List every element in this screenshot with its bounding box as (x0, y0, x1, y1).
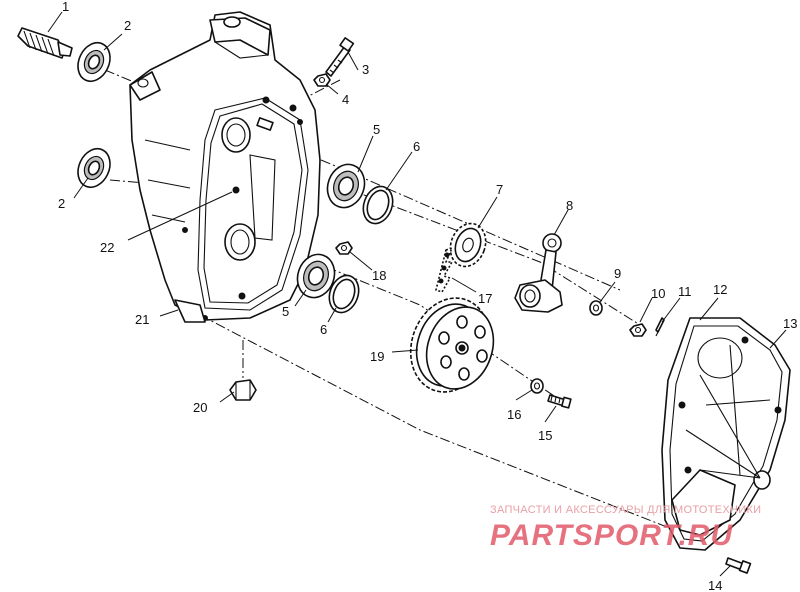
oil-seal-upper (77, 41, 111, 83)
callout-19: 19 (370, 349, 384, 364)
callout-1: 1 (62, 0, 69, 14)
callout-7: 7 (496, 182, 503, 197)
callout-21: 21 (135, 312, 149, 327)
callout-15: 15 (538, 428, 552, 443)
nut-18 (335, 241, 353, 255)
bolt-14 (725, 557, 752, 574)
callout-12: 12 (713, 282, 727, 297)
snap-ring-upper (362, 185, 394, 225)
watermark-caption: ЗАПЧАСТИ И АКСЕССУАРЫ ДЛЯ МОТОТЕХНИКИ (490, 504, 761, 516)
callout-17: 17 (478, 291, 492, 306)
callout-22: 22 (100, 240, 114, 255)
bearing-upper (326, 163, 366, 209)
lower-sprocket (409, 297, 495, 393)
drain-plug (229, 379, 257, 401)
callout-4: 4 (342, 92, 349, 107)
watermark: ЗАПЧАСТИ И АКСЕССУАРЫ ДЛЯ МОТОТЕХНИКИ PA… (490, 504, 761, 552)
callout-3: 3 (362, 62, 369, 77)
upper-sprocket (449, 222, 487, 268)
tensioner-bolt (325, 37, 355, 77)
lock-nut-top (313, 73, 331, 87)
callout-2-lower: 2 (58, 196, 65, 211)
callout-10: 10 (651, 286, 665, 301)
washer-9 (589, 300, 603, 316)
callout-2-upper: 2 (124, 18, 131, 33)
callout-9: 9 (614, 266, 621, 281)
chaincase-housing (129, 11, 321, 323)
callout-11: 11 (678, 284, 692, 299)
callout-6-upper: 6 (413, 139, 420, 154)
snap-ring-lower (328, 274, 360, 314)
bearing-lower (296, 253, 336, 299)
watermark-logo: PARTSPORT.RU (490, 519, 733, 552)
callout-20: 20 (193, 400, 207, 415)
callout-16: 16 (507, 407, 521, 422)
oil-seal-lower (77, 147, 111, 189)
nut-10 (629, 323, 647, 337)
callout-13: 13 (783, 316, 797, 331)
callout-6-lower: 6 (320, 322, 327, 337)
washer-16 (530, 378, 544, 394)
bolt-15 (547, 394, 572, 409)
splined-shaft (17, 27, 73, 59)
callout-18: 18 (372, 268, 386, 283)
callout-5-upper: 5 (373, 122, 380, 137)
leader-lines (47, 11, 787, 577)
callout-labels: 1 2 2 3 4 5 5 6 6 7 8 9 10 11 12 13 14 1… (58, 0, 797, 592)
drive-chain (435, 247, 453, 293)
chaincase-cover (661, 317, 791, 551)
callout-5-lower: 5 (282, 304, 289, 319)
callout-8: 8 (566, 198, 573, 213)
tensioner-arm (514, 233, 563, 313)
callout-14: 14 (708, 578, 722, 592)
